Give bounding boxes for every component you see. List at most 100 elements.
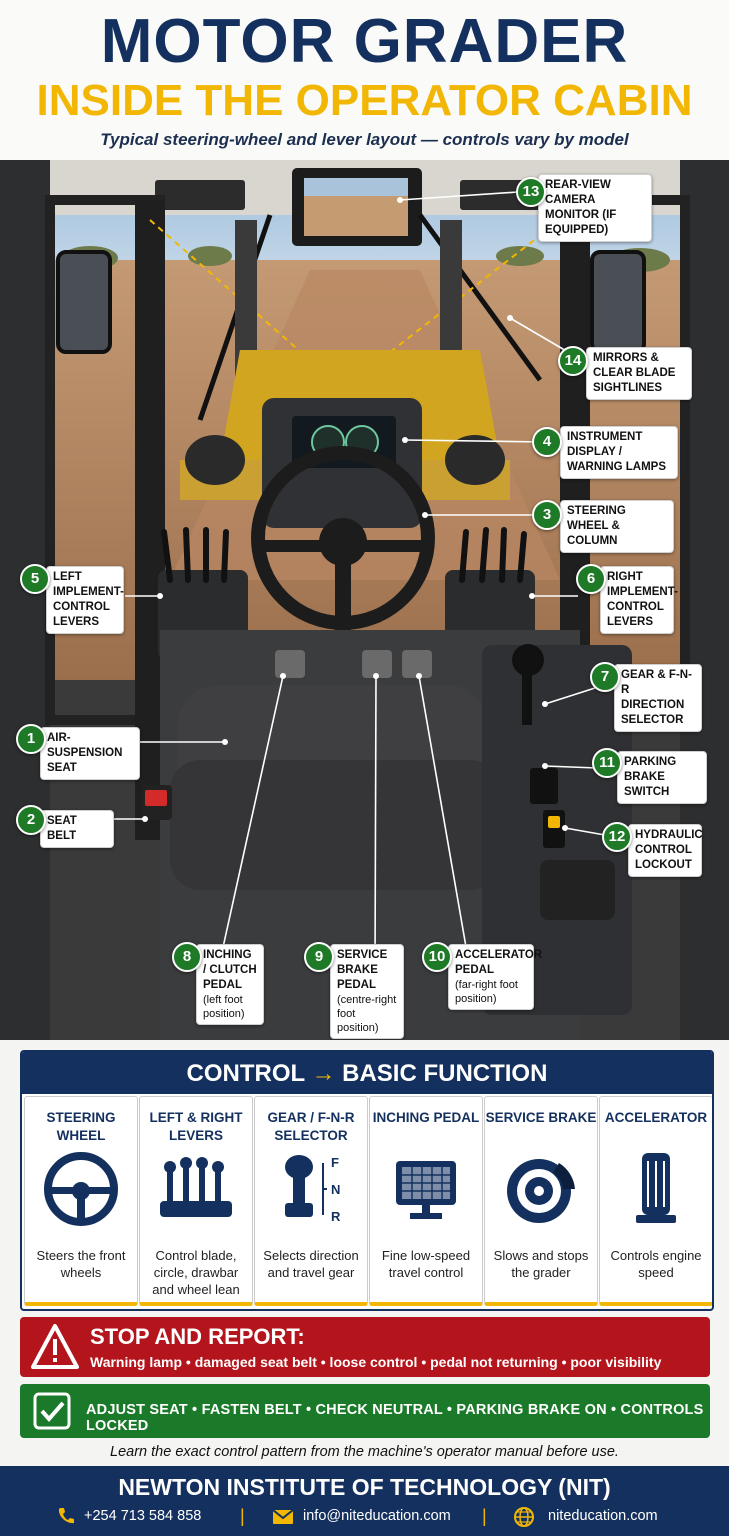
callout-label: RIGHT IMPLEMENT-CONTROL LEVERS	[607, 571, 678, 628]
warning-triangle-icon	[31, 1324, 79, 1369]
checklist-banner: ADJUST SEAT • FASTEN BELT • CHECK NEUTRA…	[20, 1384, 710, 1438]
callout-number-4: 4	[532, 427, 562, 457]
stop-and-report-banner: STOP AND REPORT: Warning lamp • damaged …	[20, 1317, 710, 1377]
callout-sub: (centre-right foot position)	[337, 994, 397, 1034]
column-title: GEAR / F-N-R SELECTOR	[267, 1110, 355, 1143]
callout-number-5: 5	[20, 564, 50, 594]
column-title: ACCELERATOR	[604, 1110, 708, 1125]
callout-label: SEAT BELT	[47, 815, 77, 842]
callout-label: STEERING WHEEL & COLUMN	[567, 505, 626, 547]
gear-mark-reverse: R	[331, 1209, 341, 1224]
table-heading-right: BASIC FUNCTION	[342, 1060, 548, 1087]
table-column-inching-pedal: INCHING PEDAL Fine low-speed travel cont…	[369, 1096, 483, 1306]
table-column-accelerator: ACCELERATOR Controls engine speed	[599, 1096, 712, 1306]
callout-label: GEAR & F-N-R DIRECTION SELECTOR	[621, 669, 692, 726]
callout-accelerator: ACCELERATOR PEDAL (far-right foot positio…	[448, 944, 542, 1010]
callout-hydraulic-lockout: HYDRAULIC CONTROL LOCKOUT	[628, 824, 703, 877]
column-description: Slows and stops the grader	[493, 1248, 589, 1280]
gear-mark-neutral: N	[331, 1182, 340, 1197]
page-title: MOTOR GRADER	[100, 7, 629, 76]
callout-sub: (far-right foot position)	[455, 979, 518, 1005]
levers-icon	[160, 1157, 232, 1217]
callout-mirrors: MIRRORS & CLEAR BLADE SIGHTLINES	[586, 347, 692, 400]
footer-email[interactable]: info@niteducation.com	[303, 1508, 451, 1524]
stop-title: STOP AND REPORT:	[90, 1324, 305, 1349]
gear-mark-forward: F	[331, 1155, 339, 1170]
callout-number-1: 1	[16, 724, 46, 754]
steering-wheel-icon	[44, 1152, 118, 1226]
callout-label: REAR-VIEW CAMERA MONITOR (IF EQUIPPED)	[545, 179, 617, 236]
callout-number-13: 13	[516, 177, 546, 207]
footer-phone[interactable]: +254 713 584 858	[84, 1508, 202, 1524]
cabin-illustration: REAR-VIEW CAMERA MONITOR (IF EQUIPPED) 1…	[0, 160, 729, 1040]
column-description: Controls engine speed	[610, 1248, 702, 1280]
email-icon	[272, 1509, 294, 1524]
callout-instrument-display: INSTRUMENT DISPLAY / WARNING LAMPS	[560, 426, 678, 479]
page-subtitle-main: INSIDE THE OPERATOR CABIN	[36, 76, 693, 125]
callout-left-levers: LEFT IMPLEMENT-CONTROL LEVERS	[46, 566, 124, 634]
callout-number-12: 12	[602, 822, 632, 852]
page-tagline: Typical steering-wheel and lever layout …	[100, 130, 629, 149]
callout-number-9: 9	[304, 942, 334, 972]
manual-note: Learn the exact control pattern from the…	[110, 1444, 619, 1460]
callout-number-2: 2	[16, 805, 46, 835]
callout-number-10: 10	[422, 942, 452, 972]
callout-sub: (left foot position)	[203, 994, 245, 1020]
callout-number-11: 11	[592, 748, 622, 778]
column-description: Selects direction and travel gear	[263, 1248, 359, 1280]
stop-items: Warning lamp • damaged seat belt • loose…	[90, 1354, 662, 1370]
checklist-items: ADJUST SEAT • FASTEN BELT • CHECK NEUTRA…	[86, 1402, 704, 1434]
callout-label: MIRRORS & CLEAR BLADE SIGHTLINES	[593, 352, 676, 394]
callout-service-brake: SERVICE BRAKE PEDAL(centre-right foot po…	[330, 944, 404, 1039]
callout-seat: AIR-SUSPENSION SEAT	[40, 727, 140, 780]
callout-label: HYDRAULIC CONTROL LOCKOUT	[635, 829, 703, 871]
callout-inching-pedal: INCHING / CLUTCH PEDAL (left foot positio…	[196, 944, 264, 1025]
callout-gear-selector: GEAR & F-N-R DIRECTION SELECTOR	[614, 664, 702, 732]
callout-label: AIR-SUSPENSION SEAT	[47, 732, 123, 774]
callout-label: INSTRUMENT DISPLAY / WARNING LAMPS	[567, 431, 667, 473]
table-column-gear-selector: GEAR / F-N-R SELECTOR F N R Selects dire…	[254, 1096, 368, 1306]
accelerator-pedal-icon	[636, 1153, 676, 1223]
callout-right-levers: RIGHT IMPLEMENT-CONTROL LEVERS	[600, 566, 678, 634]
footer-separator: |	[482, 1506, 487, 1526]
column-description: Fine low-speed travel control	[381, 1248, 471, 1280]
callout-number-3: 3	[532, 500, 562, 530]
header: MOTOR GRADER INSIDE THE OPERATOR CABIN T…	[0, 0, 729, 160]
table-column-steering: STEERING WHEEL Steers the front wheels	[24, 1096, 138, 1306]
phone-icon	[58, 1508, 74, 1524]
table-column-levers: LEFT & RIGHT LEVERS Control blade, circl…	[139, 1096, 253, 1306]
control-function-table: CONTROL → BASIC FUNCTION STEERING WHEEL …	[20, 1050, 714, 1311]
column-title: INCHING PEDAL	[372, 1110, 480, 1125]
callout-rear-view-camera: REAR-VIEW CAMERA MONITOR (IF EQUIPPED)	[538, 174, 652, 242]
callout-number-6: 6	[576, 564, 606, 594]
footer: NEWTON INSTITUTE OF TECHNOLOGY (NIT) +25…	[0, 1466, 729, 1536]
column-title: SERVICE BRAKE	[485, 1110, 597, 1125]
callout-label: SERVICE BRAKE PEDAL	[337, 949, 388, 991]
callout-number-14: 14	[558, 346, 588, 376]
callout-label: INCHING / CLUTCH PEDAL	[203, 949, 257, 991]
callout-parking-brake: PARKING BRAKE SWITCH	[617, 751, 707, 804]
callout-label: PARKING BRAKE SWITCH	[624, 756, 677, 798]
table-heading-left: CONTROL	[186, 1060, 305, 1087]
callout-label: LEFT IMPLEMENT-CONTROL LEVERS	[53, 571, 124, 628]
callout-seat-belt: SEAT BELT	[40, 810, 114, 848]
callout-number-8: 8	[172, 942, 202, 972]
callout-number-7: 7	[590, 662, 620, 692]
arrow-right-icon: →	[311, 1060, 336, 1087]
column-title: LEFT & RIGHT LEVERS	[149, 1110, 243, 1143]
callout-label: ACCELERATOR PEDAL	[455, 949, 543, 976]
globe-icon	[514, 1507, 534, 1527]
footer-separator: |	[240, 1506, 245, 1526]
table-heading: CONTROL → BASIC FUNCTION	[22, 1052, 712, 1094]
column-title: STEERING WHEEL	[46, 1110, 116, 1143]
callout-steering-wheel: STEERING WHEEL & COLUMN	[560, 500, 674, 553]
column-description: Steers the front wheels	[36, 1248, 126, 1280]
column-description: Control blade, circle, drawbar and wheel…	[152, 1248, 240, 1297]
table-column-service-brake: SERVICE BRAKE Slows and stops the grader	[484, 1096, 598, 1306]
footer-title: NEWTON INSTITUTE OF TECHNOLOGY (NIT)	[118, 1474, 611, 1500]
footer-website[interactable]: niteducation.com	[548, 1508, 658, 1524]
checkbox-check-icon	[33, 1392, 71, 1430]
brake-disc-icon	[507, 1159, 575, 1223]
inching-pedal-icon	[396, 1161, 456, 1219]
gear-selector-icon: F N R	[285, 1155, 341, 1224]
